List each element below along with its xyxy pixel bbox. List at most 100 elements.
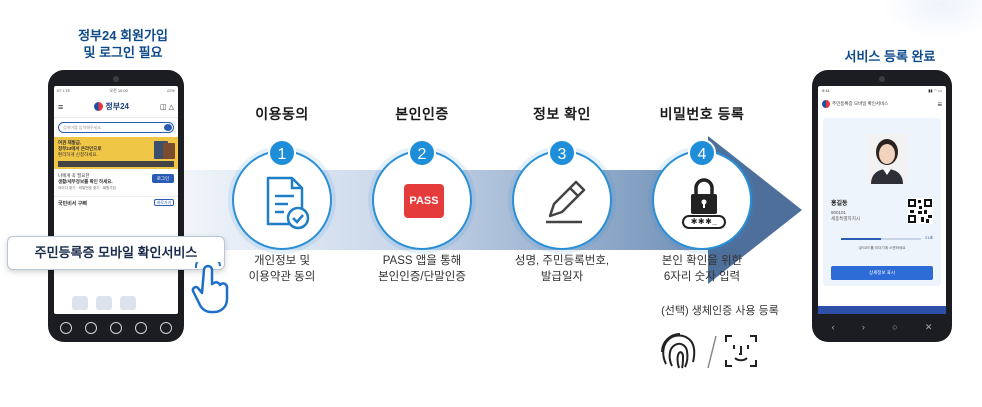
left-phone: KT LTE 오전 10:00 22% ≡ 정부24 ◫ △ 검색어를 입력해주… (48, 70, 184, 342)
banner-line2: 정부24에서 온라인으로 (58, 146, 102, 151)
holder-birth: 900101 (831, 210, 847, 215)
pencil-icon (546, 180, 586, 224)
password-mask: ✱✱✱_ (690, 217, 718, 226)
login-line2: 생활/세부정보를 확인 하세요. (58, 179, 113, 184)
optional-biometric-text: (선택) 생체인증 사용 등록 (661, 305, 779, 317)
left-phone-screen: KT LTE 오전 10:00 22% ≡ 정부24 ◫ △ 검색어를 입력해주… (54, 86, 178, 314)
login-section: 나에게 꼭 필요한 생활/세부정보를 확인 하세요. 아이디 찾기 · 비밀번호… (54, 169, 178, 197)
login-button[interactable]: 로그인 (152, 174, 174, 183)
status-time: 오전 10:00 (109, 88, 128, 93)
step2-desc-line1: PASS 앱을 통해 (382, 255, 462, 267)
step3-desc-line2: 발급일자 (540, 271, 584, 283)
left-heading-line1: 정부24 회원가입 (78, 28, 168, 43)
login-line1: 나에게 꼭 필요한 (58, 173, 90, 178)
step2-title: 본인인증 (395, 106, 449, 122)
id-card-icon[interactable] (72, 296, 88, 310)
lock-icon (682, 178, 726, 229)
step2-description: PASS 앱을 통해 본인인증/단말인증 (347, 253, 497, 285)
holder-address: 세종특별자치시 (831, 216, 860, 221)
gov-secretary-label: 국민비서 구삐 (58, 201, 87, 207)
gov24-logo: 정부24 (94, 101, 129, 112)
home-icon[interactable] (60, 322, 73, 334)
search-icon[interactable] (164, 124, 172, 131)
logo-text: 정부24 (105, 102, 129, 111)
left-heading: 정부24 회원가입 및 로그인 필요 (58, 27, 188, 61)
step2-badge: 2 (408, 139, 436, 167)
step3-description: 성명, 주민등록번호, 발급일자 (487, 253, 637, 285)
step4-title: 비밀번호 등록 (659, 106, 745, 122)
back-icon[interactable] (85, 322, 98, 334)
app-title: 주민등록증 모바일 확인서비스 (832, 101, 889, 107)
search-input[interactable]: 검색어를 입력해주세요. (58, 122, 174, 133)
document-icon[interactable] (96, 296, 112, 310)
step4-desc-line1: 본인 확인을 위한 (661, 255, 743, 267)
bottom-notice-bar (818, 306, 946, 314)
status-bar: KT LTE 오전 10:00 22% (54, 86, 178, 96)
qr-caption: QR코드를 리더기에 스캔하세요 (858, 246, 906, 250)
holder-name: 홍길동 (831, 201, 848, 207)
banner-line3: 편리하게 신청하세요. (58, 152, 98, 157)
menu-icon[interactable]: ≡ (58, 101, 64, 112)
step3-title: 정보 확인 (533, 106, 591, 122)
forward-icon[interactable]: › (861, 322, 865, 332)
passport-banner[interactable]: 여권 재발급, 정부24에서 온라인으로 편리하게 신청하세요. (54, 137, 178, 169)
taegeuk-icon (94, 102, 104, 111)
left-heading-line2: 및 로그인 필요 (83, 45, 163, 60)
banner-pager (58, 161, 174, 167)
android-nav-bar: ‹ › ○ ✕ (818, 320, 946, 334)
timer-bar (841, 238, 921, 240)
camera-dot (113, 76, 119, 82)
timer-text: 21초 (925, 235, 934, 240)
camera-dot (879, 76, 885, 82)
signal-icon: ▮▮ ◠ ▭ (928, 88, 942, 93)
banner-line1: 여권 재발급, (58, 140, 82, 145)
right-heading: 서비스 등록 완료 (844, 49, 936, 64)
certificate-icon[interactable] (120, 296, 136, 310)
quick-menu-icons (72, 296, 136, 310)
step4-description: 본인 확인을 위한 6자리 숫자 입력 (627, 253, 777, 285)
app-header: ≡ 정부24 ◫ △ (54, 96, 178, 118)
step1-desc-line2: 이용약관 동의 (248, 271, 316, 283)
qr-code-icon (907, 198, 933, 224)
menu-icon[interactable]: ≡ (937, 99, 942, 109)
passport-icon (163, 143, 175, 159)
corner-decoration (882, 0, 982, 40)
refresh-icon[interactable] (134, 322, 147, 334)
document-check-icon (266, 176, 310, 230)
holder-details: 900101 세종특별자치시 (831, 210, 860, 222)
step4-badge: 4 (688, 139, 716, 167)
step1-desc-line1: 개인정보 및 (253, 255, 311, 267)
step3-badge: 3 (548, 139, 576, 167)
mobile-id-service-callout[interactable]: 주민등록증 모바일 확인서비스 (7, 236, 225, 270)
search-placeholder: 검색어를 입력해주세요. (63, 125, 103, 130)
right-phone-screen: 9:41 ▮▮ ◠ ▭ 주민등록증 모바일 확인서비스 ≡ 홍길동 (818, 86, 946, 314)
login-links[interactable]: 아이디 찾기 · 비밀번호 찾기 · 회원가입 (58, 186, 116, 190)
status-bar: 9:41 ▮▮ ◠ ▭ (818, 86, 946, 96)
back-icon[interactable]: ‹ (831, 322, 835, 332)
step1-description: 개인정보 및 이용약관 동의 (207, 253, 357, 285)
app-header: 주민등록증 모바일 확인서비스 ≡ (818, 96, 946, 112)
biometric-icons (661, 333, 757, 369)
status-battery: 22% (166, 88, 175, 93)
detail-button[interactable]: 상세정보 표시 (831, 266, 933, 280)
gov-secretary-row: 국민비서 구삐 바로가기 (54, 197, 178, 209)
right-phone: 9:41 ▮▮ ◠ ▭ 주민등록증 모바일 확인서비스 ≡ 홍길동 (812, 70, 952, 342)
forward-icon[interactable] (109, 322, 122, 334)
settings-icon[interactable] (159, 322, 172, 334)
status-carrier: KT LTE (57, 88, 71, 93)
step3-desc-line1: 성명, 주민등록번호, (514, 255, 610, 267)
id-photo (867, 134, 907, 184)
gov-secretary-button[interactable]: 바로가기 (154, 199, 174, 206)
person-photo-icon (867, 134, 907, 184)
close-icon[interactable]: ✕ (924, 321, 933, 332)
fingerprint-icon (661, 333, 696, 369)
android-nav-bar (54, 320, 178, 336)
user-icon[interactable]: ◫ △ (160, 103, 174, 111)
tap-hand-icon (191, 262, 229, 314)
status-time: 9:41 (822, 88, 830, 93)
face-id-icon (725, 335, 757, 367)
step2-desc-line2: 본인인증/단말인증 (378, 271, 466, 283)
home-icon[interactable]: ○ (892, 322, 898, 332)
step4-desc-line2: 6자리 숫자 입력 (663, 271, 741, 283)
